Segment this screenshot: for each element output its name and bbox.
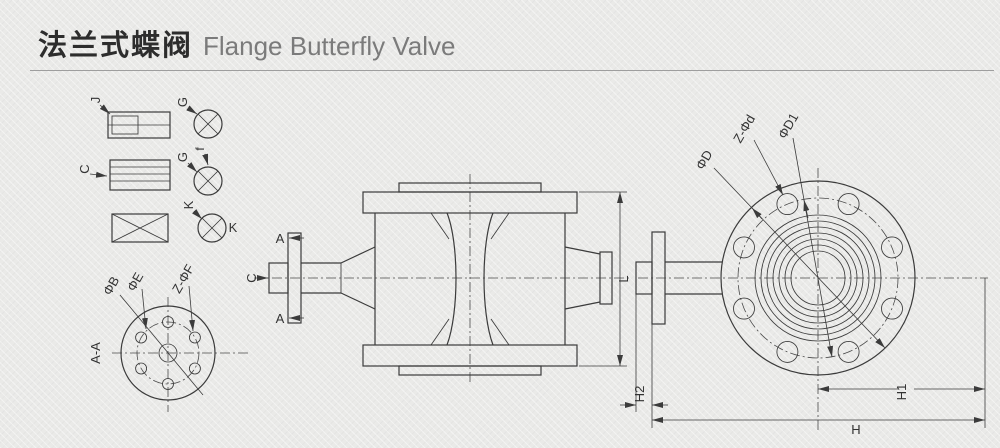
aa-shaft-bore: [158, 343, 178, 363]
aa-phi-b-label: ΦB: [100, 274, 123, 298]
dim-h1-label: H1: [894, 384, 909, 401]
aa-z-phi-f-label: Z-ΦF: [169, 262, 197, 296]
detail-k: K K: [111, 200, 238, 243]
aa-bolt-hole: [188, 362, 201, 375]
front-cone-br: [490, 318, 510, 346]
dim-h2-label: H2: [632, 386, 647, 403]
face-bolt-hole: [881, 297, 903, 320]
aa-phi-e-leader: [141, 288, 148, 330]
detail-c: C: [77, 159, 171, 191]
detail-c-leader: [89, 171, 108, 178]
front-bottom-plate: [398, 365, 542, 376]
detail-k-right-label: K: [229, 220, 238, 235]
detail-c-label: C: [77, 164, 92, 173]
dim-l-label: L: [616, 275, 631, 282]
detail-k-circle: [197, 213, 227, 243]
aa-phi-b-line: [119, 294, 204, 396]
dim-phi-d-line: [713, 167, 886, 349]
aa-bolt-circle: [136, 321, 200, 385]
detail-g-mid: G f: [175, 147, 223, 196]
detail-k-leader: [192, 209, 203, 220]
front-port-flange: [287, 232, 302, 324]
detail-k-body: [111, 213, 169, 243]
face-bolt-hole: [733, 297, 755, 320]
detail-g-top-cross-2: [197, 113, 219, 135]
detail-g-mid-leader: [187, 162, 198, 173]
dim-phi-d1-line: [792, 137, 834, 358]
detail-f-leader: [202, 153, 209, 166]
aa-section-name: A-A: [88, 342, 103, 364]
detail-c-body: [109, 159, 171, 191]
face-ring: [766, 226, 870, 330]
detail-g-top-label: G: [175, 97, 190, 107]
face-ring: [790, 250, 846, 306]
face-outer-circle: [720, 180, 916, 376]
face-bolt-hole: [776, 340, 799, 363]
detail-j: J: [88, 97, 171, 139]
detail-j-label: J: [88, 97, 103, 104]
flange-face-view: ΦD Z-Φd ΦD1 H1 H2 H: [620, 110, 988, 437]
face-ring: [778, 238, 858, 318]
detail-g-mid-circle: [193, 166, 223, 196]
front-spool-right: [483, 212, 494, 346]
face-bolt-hole: [776, 193, 799, 216]
page-title-english: Flange Butterfly Valve: [203, 31, 456, 61]
aa-bolt-hole: [135, 362, 148, 375]
port-c-label: C: [244, 273, 259, 282]
detail-j-leader: [99, 104, 111, 115]
face-bolt-hole: [837, 340, 860, 363]
front-cone-tl: [430, 212, 450, 240]
face-bolt-hole: [881, 236, 903, 259]
aa-phi-e-label: ΦE: [124, 269, 147, 293]
title-divider: [30, 70, 994, 71]
aa-bolt-hole: [162, 378, 174, 390]
face-port-flange: [651, 231, 666, 325]
section-arrow-bottom-label: A: [276, 311, 285, 326]
detail-k-diag-2: [111, 213, 169, 243]
detail-g-top: G: [175, 97, 223, 139]
face-bolt-hole: [837, 193, 860, 216]
detail-g-mid-cross-2: [197, 170, 219, 192]
detail-k-cross-2: [201, 217, 223, 239]
aa-outer-circle: [120, 305, 216, 401]
face-bolt-circle: [737, 197, 899, 359]
dim-phi-d1-arrow2: [803, 199, 810, 219]
title-block: 法兰式蝶阀 Flange Butterfly Valve: [38, 22, 455, 64]
detail-f-label: f: [193, 147, 207, 151]
front-port-cone-bottom: [340, 292, 376, 310]
front-right-cone-bottom: [564, 301, 601, 310]
detail-views: J G C: [77, 97, 238, 243]
face-ring: [760, 220, 876, 336]
section-arrow-top-label: A: [276, 231, 285, 246]
dim-phi-d-label: ΦD: [693, 147, 716, 172]
front-spool-left: [446, 212, 457, 346]
aa-bolt-hole: [135, 331, 148, 344]
page-title-chinese: 法兰式蝶阀: [38, 28, 194, 62]
aa-z-phi-f-leader: [188, 285, 196, 332]
dim-z-phi-d-leader: [753, 139, 784, 196]
aa-bolt-hole: [162, 316, 174, 328]
detail-g-top-leader: [186, 105, 198, 115]
face-ring: [772, 232, 864, 324]
front-right-cone-top: [564, 246, 601, 255]
front-right-stub: [599, 251, 613, 305]
face-ring: [754, 214, 882, 342]
face-ring: [784, 244, 852, 312]
section-aa-view: ΦB ΦE Z-ΦF A-A: [88, 262, 250, 412]
detail-g-top-circle: [193, 109, 223, 139]
front-cone-bl: [430, 318, 450, 346]
dim-phi-d-arrow2: [751, 207, 763, 220]
detail-k-left-label: K: [181, 200, 196, 209]
aa-bolt-hole: [188, 331, 201, 344]
front-port-cone-top: [340, 246, 376, 264]
face-bolt-hole: [733, 236, 755, 259]
front-top-flange: [362, 191, 578, 214]
front-cone-tr: [490, 212, 510, 240]
detail-j-hatch: [111, 115, 139, 135]
dim-h-label: H: [851, 422, 860, 437]
front-view: A A C L: [244, 174, 632, 384]
dim-phi-d1-label: ΦD1: [775, 110, 801, 141]
detail-g-mid-label: G: [175, 152, 190, 162]
